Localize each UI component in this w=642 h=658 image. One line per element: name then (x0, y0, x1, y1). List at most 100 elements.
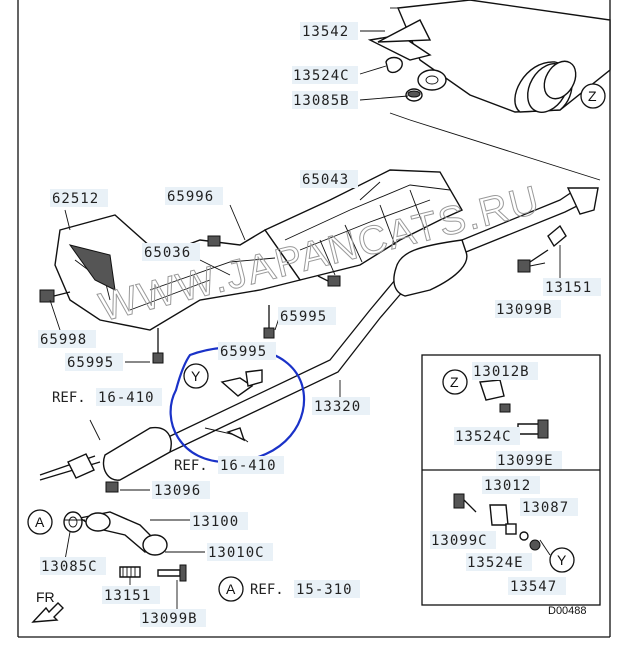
front-pipe-gasket (63, 511, 83, 533)
svg-text:Y: Y (557, 552, 567, 568)
svg-text:13151: 13151 (545, 280, 592, 296)
callout-z-box: Z (442, 369, 468, 395)
svg-text:62512: 62512 (52, 191, 99, 207)
svg-text:15-310: 15-310 (296, 582, 353, 598)
svg-text:13010C: 13010C (208, 545, 265, 561)
svg-text:REF.: REF. (250, 582, 284, 598)
muffler-flange-gasket (405, 69, 447, 102)
label-13099B-right: 13099B (495, 300, 561, 318)
label-13087: 13087 (520, 498, 578, 516)
svg-text:REF.: REF. (174, 458, 208, 474)
svg-text:FR: FR (36, 589, 55, 605)
svg-text:REF.: REF. (52, 390, 86, 406)
detail-y-parts (453, 493, 551, 556)
callout-z-top: Z (580, 83, 606, 109)
muffler-hanger-rubber (385, 56, 403, 74)
label-65995-left: 65995 (65, 353, 123, 371)
leader-lines (49, 7, 601, 610)
label-13524C-box: 13524C (454, 427, 520, 445)
label-13542: 13542 (300, 22, 358, 40)
heat-protector-front (54, 214, 302, 331)
ref-16-410-top: REF. 16-410 (52, 388, 162, 406)
svg-text:13524C: 13524C (455, 429, 512, 445)
catalytic-converter (39, 426, 172, 481)
diagram-code: D00488 (548, 605, 587, 617)
svg-text:65996: 65996 (167, 189, 214, 205)
label-13085B: 13085B (292, 91, 358, 109)
front-pipe (78, 511, 168, 556)
svg-text:16-410: 16-410 (220, 458, 277, 474)
bolt-65995-left (152, 328, 164, 364)
label-65995-mid: 65995 (278, 307, 336, 325)
bolt-65995-right (317, 275, 341, 287)
svg-text:13096: 13096 (154, 483, 201, 499)
spring-13151-right (547, 224, 567, 248)
svg-text:65036: 65036 (144, 245, 191, 261)
detail-box (421, 354, 601, 606)
svg-text:65995: 65995 (220, 344, 267, 360)
center-exhaust-pipe (161, 187, 599, 453)
label-13099B-bottom: 13099B (140, 609, 206, 627)
callout-a-ref: A (218, 576, 244, 602)
bolt-65995-mid (263, 305, 275, 339)
nut-65996 (207, 235, 221, 247)
label-65036: 65036 (142, 243, 200, 261)
svg-text:Z: Z (588, 88, 597, 104)
label-13010C: 13010C (207, 543, 273, 561)
svg-text:13012B: 13012B (473, 364, 530, 380)
svg-text:13547: 13547 (510, 579, 557, 595)
rear-muffler (367, 0, 611, 113)
label-65043: 65043 (300, 170, 358, 188)
bolt-65998 (39, 289, 71, 303)
label-13524C-top: 13524C (292, 66, 358, 84)
label-62512: 62512 (50, 189, 108, 207)
label-13151-bottom: 13151 (102, 586, 160, 604)
ref-15-310: REF. 15-310 (250, 580, 360, 598)
svg-text:13099B: 13099B (141, 611, 198, 627)
svg-text:13099C: 13099C (431, 533, 488, 549)
label-65998: 65998 (38, 330, 96, 348)
diagram-frame (17, 0, 611, 638)
svg-text:65043: 65043 (302, 172, 349, 188)
svg-text:13012: 13012 (484, 478, 531, 494)
svg-text:65995: 65995 (280, 309, 327, 325)
svg-text:65998: 65998 (40, 332, 87, 348)
svg-text:13087: 13087 (522, 500, 569, 516)
svg-text:13085B: 13085B (293, 93, 350, 109)
label-13100: 13100 (190, 512, 248, 530)
svg-text:13542: 13542 (302, 24, 349, 40)
label-13012: 13012 (482, 476, 540, 494)
front-direction-arrow: FR (31, 589, 64, 623)
ref-16-410-mid: REF. 16-410 (174, 456, 284, 474)
svg-text:65995: 65995 (67, 355, 114, 371)
svg-text:13085C: 13085C (41, 559, 98, 575)
hanger-bracket-y (204, 369, 263, 443)
svg-text:16-410: 16-410 (98, 390, 155, 406)
label-13099E: 13099E (496, 451, 562, 469)
callout-a-bottom: A (27, 509, 53, 535)
label-13085C: 13085C (40, 557, 106, 575)
label-13547: 13547 (508, 577, 566, 595)
detail-z-parts (479, 379, 549, 439)
bolt-13099B-right (517, 249, 549, 273)
label-13524E: 13524E (466, 553, 532, 571)
nut-13096 (105, 481, 119, 493)
label-13151-right: 13151 (543, 278, 601, 296)
label-13099C: 13099C (430, 531, 496, 549)
label-13012B: 13012B (472, 362, 538, 380)
svg-text:13099B: 13099B (496, 302, 553, 318)
front-flange (67, 453, 95, 479)
svg-text:13524E: 13524E (467, 555, 524, 571)
svg-text:A: A (226, 581, 236, 597)
svg-text:Z: Z (450, 374, 459, 390)
svg-text:A: A (35, 514, 45, 530)
label-13320: 13320 (312, 397, 370, 415)
svg-text:13320: 13320 (314, 399, 361, 415)
svg-text:13151: 13151 (104, 588, 151, 604)
svg-text:13099E: 13099E (497, 453, 554, 469)
callout-y-main: Y (183, 363, 209, 389)
svg-text:13100: 13100 (192, 514, 239, 530)
callout-y-box: Y (549, 547, 575, 573)
spring-and-bolt (119, 564, 187, 582)
label-65995-lower: 65995 (218, 342, 276, 360)
